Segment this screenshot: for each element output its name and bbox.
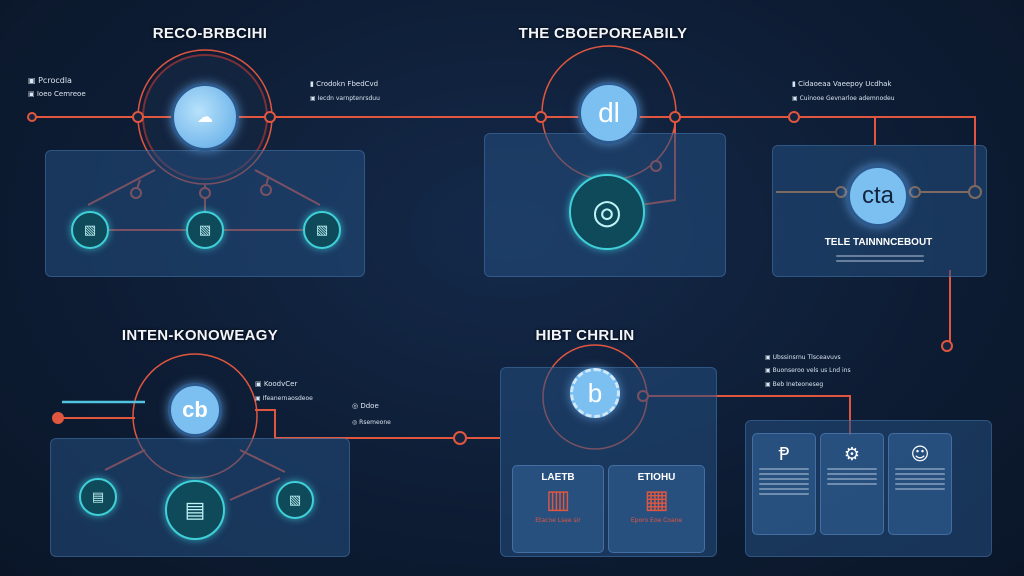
ring-node-icon[interactable]: ◎ xyxy=(569,174,645,250)
folder-node-icon[interactable]: ▤ xyxy=(79,478,117,516)
image-node-icon[interactable]: ▧ xyxy=(71,211,109,249)
note-text: KoodvCer xyxy=(263,380,298,388)
note: ▣ Iecdn varnptenrsduu xyxy=(310,95,380,102)
info-card[interactable]: ETIOHU ▦ Eporo Eoe Coane xyxy=(608,465,705,553)
building-icon: ▥ xyxy=(545,485,571,515)
hub-cta[interactable]: cta xyxy=(847,165,909,227)
p-logo-icon: Ᵽ xyxy=(778,444,790,465)
dot xyxy=(132,111,144,123)
dot xyxy=(52,412,64,424)
feature-card[interactable]: ☺ xyxy=(888,433,952,535)
dot xyxy=(264,111,276,123)
note-text: Ifeanernaosdeoe xyxy=(262,395,313,402)
cloud-hub-icon[interactable]: ☁ xyxy=(171,83,239,151)
feature-card[interactable]: ⚙ xyxy=(820,433,884,535)
note-text: Buonseroo vels us Lnd ins xyxy=(772,367,851,374)
note: ◎ Rsemeone xyxy=(352,419,391,426)
note-text: Ddoe xyxy=(360,402,379,410)
note: ▣ Cuinooe Gevnarloe ademnodeu xyxy=(792,95,895,102)
hub-label: cb xyxy=(182,397,208,422)
note: ▣ Ifeanernaosdeoe xyxy=(255,395,313,402)
note-text: Cidaoeaa Vaeepoy Ucdhak xyxy=(798,80,892,88)
image-node-icon[interactable]: ▧ xyxy=(186,211,224,249)
mid-connector xyxy=(255,409,500,439)
note-text: Crodokn FbedCvd xyxy=(316,80,379,88)
note: ▣ Buonseroo vels us Lnd ins xyxy=(765,367,851,374)
dot xyxy=(788,111,800,123)
section-title-1: RECO-BRBCIHI xyxy=(152,25,268,42)
section-title-4: INTEN-KONOWEAGY xyxy=(121,327,279,344)
dot xyxy=(669,111,681,123)
note: ◎ Ddoe xyxy=(352,402,379,410)
hub-dl[interactable]: dl xyxy=(578,82,640,144)
dot xyxy=(453,431,467,445)
caption-text-lines xyxy=(830,252,930,265)
info-card[interactable]: LAETB ▥ Etacne Lsee sir xyxy=(512,465,604,553)
note: ▣ KoodvCer xyxy=(255,380,298,388)
dot xyxy=(941,340,953,352)
gear-icon: ⚙ xyxy=(843,444,861,465)
hub-label: dl xyxy=(598,97,620,128)
note: ▣ Ioeo Cemreoe xyxy=(28,90,86,98)
note-text: Ubssinsrnu Tlsceavuvs xyxy=(772,354,841,361)
card-title: ETIOHU xyxy=(637,472,676,483)
hub-label: cta xyxy=(861,182,894,209)
note-text: Iecdn varnptenrsduu xyxy=(317,95,380,102)
note-text: Cuinooe Gevnarloe ademnodeu xyxy=(799,95,895,102)
section-title-2: THE CBOEPOREABILY xyxy=(518,25,688,42)
section-title-5: HIBT CHRLIN xyxy=(535,327,635,344)
folder-node-icon[interactable]: ▧ xyxy=(276,481,314,519)
feature-card[interactable]: Ᵽ xyxy=(752,433,816,535)
note: ▣ Ubssinsrnu Tlsceavuvs xyxy=(765,354,841,361)
note: ▮ Cidaoeaa Vaeepoy Ucdhak xyxy=(792,80,892,88)
face-icon: ☺ xyxy=(910,444,930,465)
dot xyxy=(27,112,37,122)
note-text: Rsemeone xyxy=(359,419,391,426)
cta-caption: TELE TAINNNCEBOUT xyxy=(824,237,933,248)
note-text: Ioeo Cemreoe xyxy=(36,90,86,98)
hub-b[interactable]: b xyxy=(570,368,620,418)
building-icon: ▦ xyxy=(644,485,669,515)
note: ▣ Beb Ineteoneseg xyxy=(765,381,824,388)
note-text: Beb Ineteoneseg xyxy=(772,381,824,388)
card-footer: Etacne Lsee sir xyxy=(535,517,581,524)
image-node-icon[interactable]: ▧ xyxy=(303,211,341,249)
note: ▣ Pcrocdla xyxy=(28,76,72,85)
note-text: Pcrocdla xyxy=(38,76,72,85)
card-footer: Eporo Eoe Coane xyxy=(630,517,683,524)
dot xyxy=(535,111,547,123)
note: ▮ Crodokn FbedCvd xyxy=(310,80,379,88)
hub-label: b xyxy=(587,377,603,408)
folder-node-icon[interactable]: ▤ xyxy=(165,480,225,540)
card-title: LAETB xyxy=(541,472,575,483)
hub-cb[interactable]: cb xyxy=(168,383,222,437)
